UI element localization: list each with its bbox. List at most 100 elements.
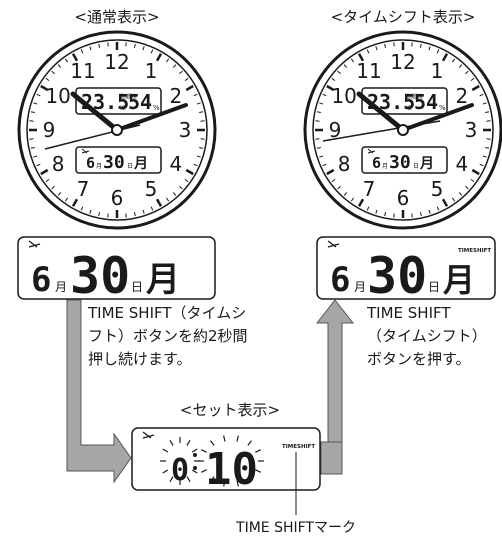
minute-tick [165,197,170,202]
large-day: 30 [70,247,130,305]
heading-normal: <通常表示> [74,8,159,26]
second-hand [44,124,141,150]
blink-mark [247,440,253,446]
instruction-hold: TIME SHIFT（タイムシ フト）ボタンを約2秒間 押し続けます。 [87,304,248,368]
minute-tick [419,43,422,48]
minute-tick [150,206,154,211]
hour-tick [155,198,163,207]
set-minutes: 10 [205,444,258,495]
dial-number: 6 [397,186,410,210]
lcd-bottom-frame [361,146,448,174]
minute-tick [485,111,490,114]
blink-mark [186,476,191,483]
minute-tick [199,146,204,149]
minute-tick [322,163,327,167]
minute-tick [331,77,336,82]
minute-tick [316,111,321,114]
minute-tick [33,102,38,105]
dial-number: 3 [465,118,478,142]
lcd-month: 6 [372,154,381,172]
minute-tick [30,111,35,114]
hour-tick [40,84,49,92]
minute-tick [98,212,101,217]
lcd-day-unit: 日 [127,163,133,170]
dial-number: 9 [43,118,56,142]
minute-tick [458,64,463,68]
minute-hand [115,103,188,132]
minute-tick [319,155,324,158]
minute-tick [196,102,201,105]
display-normal-enlarged: 6 月 30 日 月 [17,236,216,305]
arrow-to-timeshift-display [315,299,355,443]
large-month: 6 [330,260,350,300]
dial-number: 8 [338,152,351,176]
lcd-top-frame [75,87,162,115]
blink-marks-minutes [198,435,264,487]
blink-mark [169,439,174,446]
minute-tick [316,146,321,149]
large-day: 30 [367,247,427,305]
minute-tick [64,197,69,202]
lcd-top-frame [361,87,448,115]
lcd-humidity-unit: % [439,104,446,112]
lcd-weekday: 月 [419,156,434,172]
hour-tick [326,84,335,92]
dial-number: 10 [45,84,70,108]
arrow-to-timeshift-display-base [320,441,343,475]
minute-tick [451,197,456,202]
minute-tick [350,197,355,202]
hour-tick [357,53,365,62]
lcd-month-unit: 月 [382,163,388,170]
minute-tick [57,64,62,68]
hour-tick [471,84,480,92]
minute-tick [150,49,154,54]
lcd-humidity-unit: % [153,104,160,112]
minute-tick [337,185,341,190]
callout-label: TIME SHIFTマーク [235,520,356,536]
dial-number: 1 [145,59,158,83]
dial-number: 9 [329,118,342,142]
minute-tick [465,185,469,190]
blink-mark [186,439,191,446]
minute-tick [482,102,487,105]
blink-mark [201,449,207,453]
minute-tick [51,70,55,75]
minute-tick [89,209,92,214]
dial-number: 3 [179,118,192,142]
minute-tick [193,93,198,97]
minute-tick [184,77,189,82]
large-month-unit: 月 [354,280,366,294]
lcd-humidity-value: 54 [128,90,152,114]
minute-tick [482,155,487,158]
minute-tick [375,46,378,51]
minute-tick [57,192,62,196]
blink-mark [223,435,226,442]
dial-number: 12 [390,50,415,74]
instruction-press-line1: TIME SHIFT [366,304,451,322]
lcd-date: 6 月 30 日 月 [75,146,162,174]
instruction-hold-line2: フト）ボタンを約2秒間 [88,327,248,345]
hour-tick [326,168,335,176]
large-month: 6 [31,260,51,300]
large-day-unit: 日 [428,280,440,294]
lcd-month-unit: 月 [96,163,102,170]
lcd-humidity-label: 湿度 [127,93,137,100]
minute-tick [179,70,183,75]
hour-tick [185,84,194,92]
instruction-press: TIME SHIFT （タイムシフト） ボタンを押す。 [366,304,487,368]
hour-tick [441,53,449,62]
minute-tick [384,43,387,48]
minute-tick [184,178,189,183]
lcd-day-unit: 日 [413,163,419,170]
dial-number: 5 [145,177,158,201]
minute-tick [133,212,136,217]
minute-tick [331,178,336,183]
minute-tick [366,49,370,54]
minute-tick [343,192,348,196]
lcd-humidity-label: 湿度 [413,93,423,100]
dial-number: 8 [52,152,65,176]
minute-tick [343,64,348,68]
